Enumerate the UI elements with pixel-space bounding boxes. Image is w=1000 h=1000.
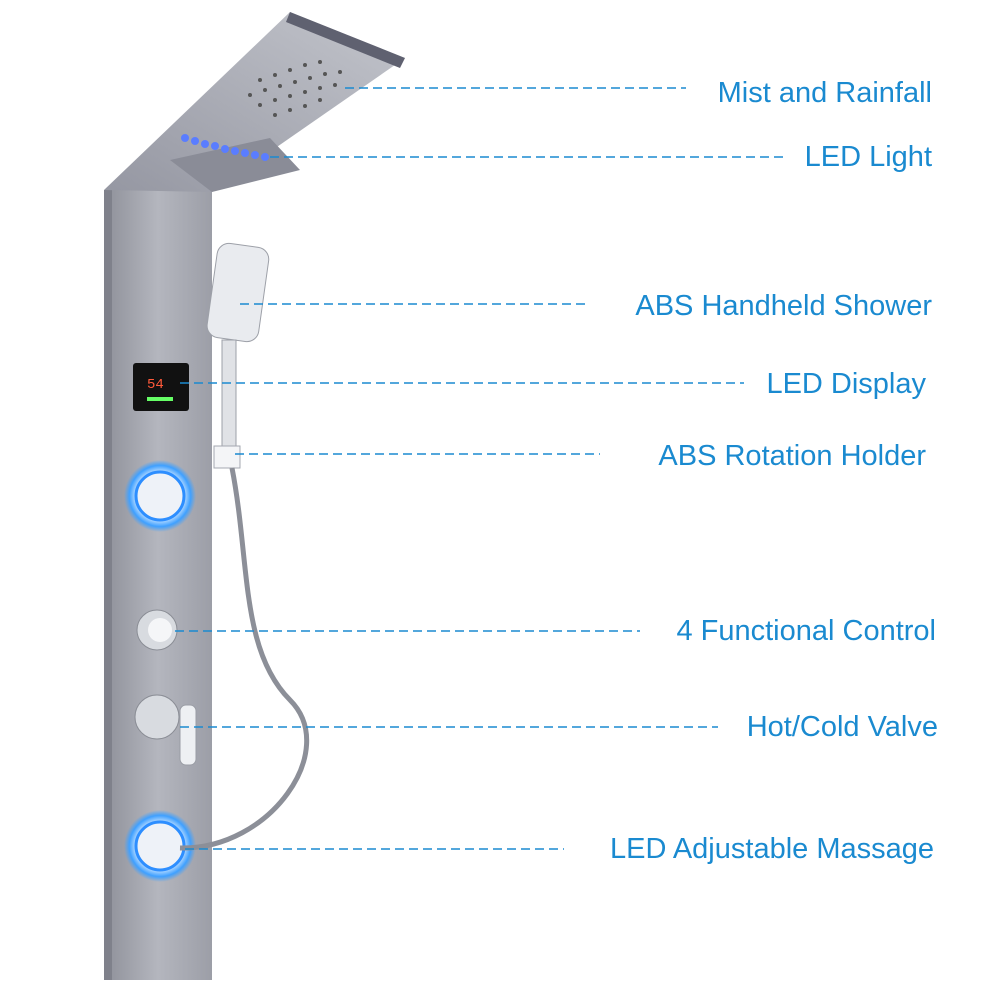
svg-text:54: 54 [147,377,164,393]
hot-cold-valve-handle [134,694,197,766]
led-light-strip [181,134,269,161]
label-led-light: LED Light [804,141,932,173]
label-rotation-holder: ABS Rotation Holder [658,440,926,472]
shower-hose [179,467,310,851]
label-mist-rainfall: Mist and Rainfall [717,77,932,109]
handheld-shower [206,242,270,451]
label-handheld-shower: ABS Handheld Shower [635,290,932,322]
label-functional-control: 4 Functional Control [676,615,936,647]
led-display-screen: 54 [133,363,189,411]
label-hot-cold-valve: Hot/Cold Valve [746,711,938,743]
rotation-holder [213,445,241,469]
function-control-knob [136,609,178,651]
rainfall-head [104,12,405,192]
callout-lines [175,87,784,850]
label-massage: LED Adjustable Massage [609,833,934,865]
massage-jet-upper [124,460,196,532]
label-led-display: LED Display [766,368,926,400]
mist-nozzles [248,60,342,117]
